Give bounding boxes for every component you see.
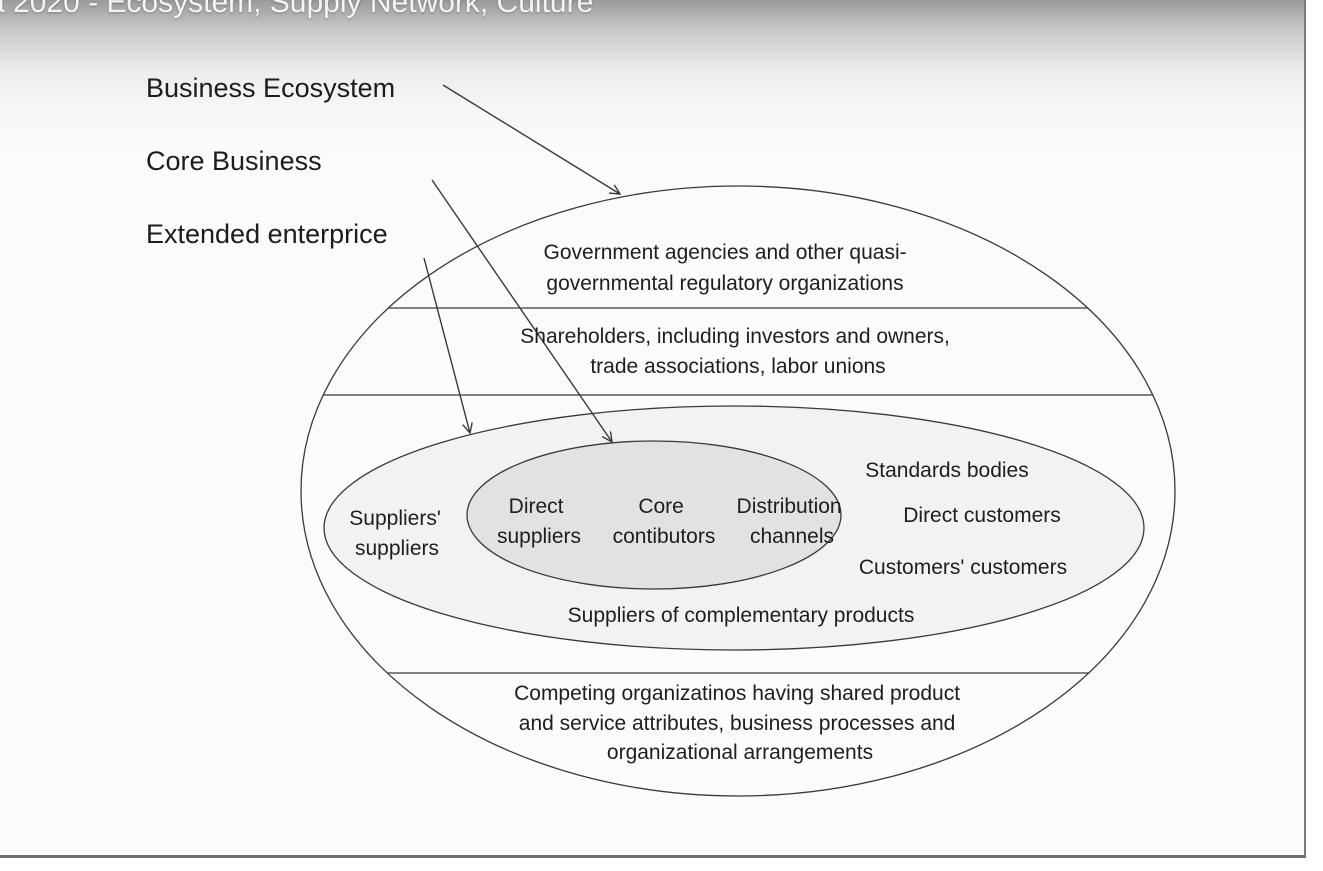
legend-core-business: Core Business — [146, 146, 322, 176]
competing-line-3: organizational arrangements — [607, 741, 873, 764]
competing-line-2: and service attributes, business process… — [519, 712, 956, 735]
shareholders-label: Shareholders, including investors and ow… — [520, 325, 955, 378]
competing-line-1: Competing organizatinos having shared pr… — [514, 682, 960, 705]
arrow-extended-enterprise — [423, 257, 470, 433]
direct-suppliers-line-2: suppliers — [497, 525, 581, 548]
direct-customers-label: Direct customers — [903, 504, 1061, 527]
arrow-business-ecosystem — [442, 84, 620, 194]
competing-label: Competing organizatinos having shared pr… — [514, 682, 966, 764]
video-title: a 2020 - Ecosystem, Supply Network, Cult… — [0, 0, 594, 19]
slide-frame: a 2020 - Ecosystem, Supply Network, Cult… — [0, 0, 1306, 858]
legend-business-ecosystem: Business Ecosystem — [146, 73, 395, 103]
core-business-ellipse — [466, 440, 842, 590]
suppliers-suppliers-label: Suppliers' suppliers — [349, 507, 446, 560]
distribution-channels-label: Distribution channels — [737, 495, 848, 548]
core-contributors-label: Core contibutors — [613, 495, 716, 548]
core-contributors-line-2: contibutors — [613, 525, 716, 548]
shareholders-line-1: Shareholders, including investors and ow… — [520, 325, 950, 348]
suppliers-suppliers-line-1: Suppliers' — [349, 507, 441, 530]
distribution-channels-line-2: channels — [750, 525, 834, 548]
government-line-1: Government agencies and other quasi- — [544, 241, 907, 264]
complementary-products-label: Suppliers of complementary products — [568, 604, 915, 627]
shareholders-line-2: trade associations, labor unions — [590, 355, 885, 378]
direct-suppliers-line-1: Direct — [509, 495, 564, 518]
distribution-channels-line-1: Distribution — [737, 495, 842, 518]
ecosystem-diagram: Business Ecosystem Core Business Extende… — [146, 73, 1176, 797]
government-label: Government agencies and other quasi- gov… — [544, 241, 913, 295]
suppliers-suppliers-line-2: suppliers — [355, 537, 439, 560]
government-line-2: governmental regulatory organizations — [546, 272, 903, 295]
legend-extended-enterprise: Extended enterprice — [146, 219, 388, 249]
core-contributors-line-1: Core — [638, 495, 684, 518]
standards-bodies-label: Standards bodies — [865, 459, 1028, 482]
direct-suppliers-label: Direct suppliers — [497, 495, 581, 548]
customers-customers-label: Customers' customers — [859, 556, 1067, 579]
arrow-core-business — [431, 179, 612, 442]
